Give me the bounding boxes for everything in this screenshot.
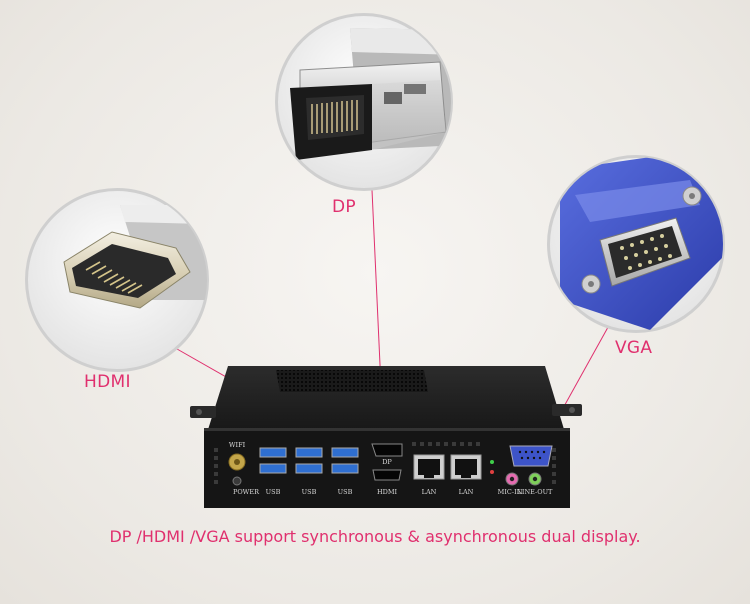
line-out-label: LINE-OUT <box>518 488 553 496</box>
usb-label-2: USB <box>302 488 317 496</box>
hdmi-callout: HDMI <box>84 372 131 392</box>
power-label: POWER <box>233 488 260 496</box>
usb-label-1: USB <box>266 488 281 496</box>
vga-callout: VGA <box>615 338 653 358</box>
mic-in-label: MIC-IN <box>498 488 523 496</box>
dp-connector-closeup <box>275 13 453 191</box>
hdmi-port-label: HDMI <box>377 488 398 496</box>
hdmi-port <box>372 469 402 481</box>
dp-callout: DP <box>332 197 356 217</box>
mini-pc: WIFI POWER USB USB USB DP HDMI <box>190 366 582 508</box>
wifi-label: WIFI <box>229 441 246 449</box>
dp-port <box>371 443 403 457</box>
lan-label-1: LAN <box>422 488 437 496</box>
usb-label-3: USB <box>338 488 353 496</box>
lan-label-2: LAN <box>459 488 474 496</box>
power-button <box>232 476 242 486</box>
usb-ports <box>259 447 359 474</box>
lan-ports <box>413 454 482 480</box>
vga-connector-closeup <box>547 155 725 333</box>
dp-port-label: DP <box>382 458 392 466</box>
vga-port <box>509 445 553 467</box>
feature-caption: DP /HDMI /VGA support synchronous & asyn… <box>109 527 641 546</box>
hdmi-connector-closeup <box>25 188 209 372</box>
